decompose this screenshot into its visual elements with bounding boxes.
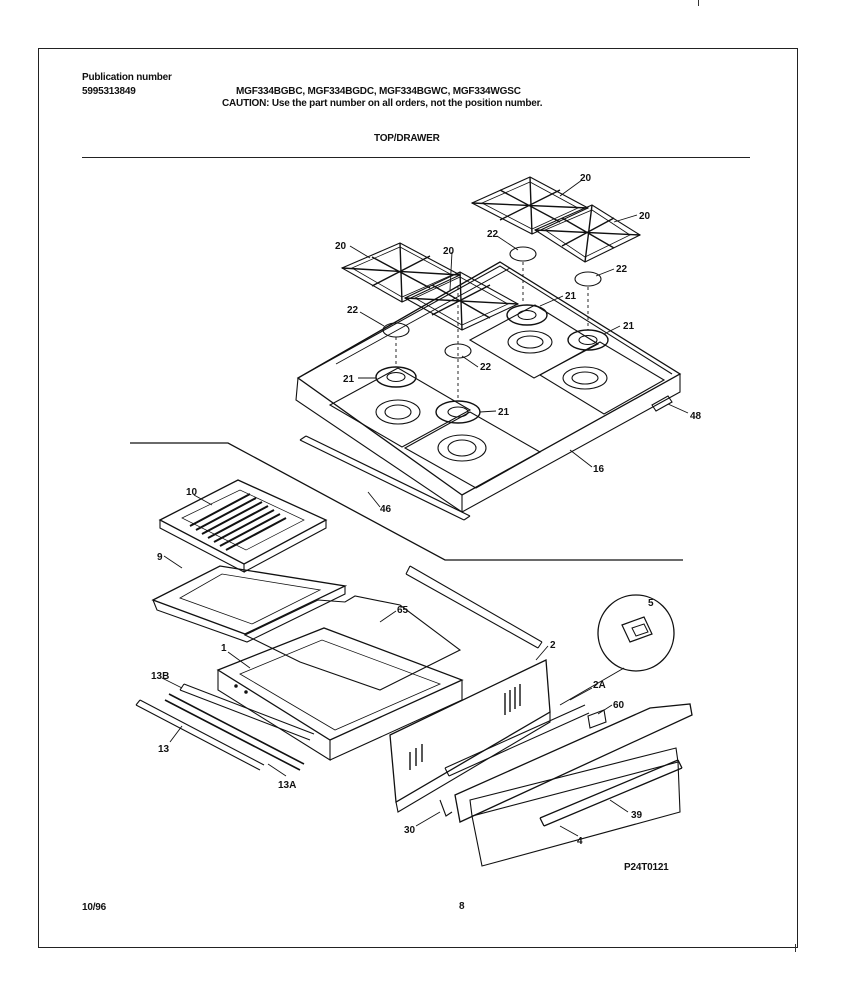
callout-60: 60 <box>613 700 625 711</box>
callout-22: 22 <box>487 229 499 240</box>
callout-labels: 20 20 20 20 22 22 22 22 21 21 21 21 48 1… <box>151 173 702 847</box>
callout-9: 9 <box>157 552 163 563</box>
callout-20: 20 <box>443 246 455 257</box>
callout-13b: 13B <box>151 671 169 682</box>
callout-2: 2 <box>550 640 556 651</box>
callout-21: 21 <box>623 321 635 332</box>
callout-65: 65 <box>397 605 409 616</box>
callout-16: 16 <box>593 464 605 475</box>
margin-tick-top <box>698 0 699 6</box>
revision-date: 10/96 <box>82 902 107 913</box>
publication-number: 5995313849 <box>82 86 136 97</box>
assembly-divider-line <box>130 442 683 561</box>
figure-code: P24T0121 <box>624 862 669 873</box>
callout-30: 30 <box>404 825 416 836</box>
callout-22: 22 <box>480 362 492 373</box>
header-rule <box>82 157 750 158</box>
callout-48: 48 <box>690 411 702 422</box>
callout-2a: 2A <box>593 680 606 691</box>
callout-39: 39 <box>631 810 643 821</box>
callout-46: 46 <box>380 504 392 515</box>
callout-21: 21 <box>565 291 577 302</box>
callout-1: 1 <box>221 643 227 654</box>
callout-21: 21 <box>498 407 510 418</box>
callout-22: 22 <box>616 264 628 275</box>
callout-10: 10 <box>186 487 198 498</box>
callout-21: 21 <box>343 374 355 385</box>
margin-tick-right <box>795 944 796 952</box>
section-title: TOP/DRAWER <box>374 133 440 144</box>
drawer-assembly <box>135 479 693 867</box>
callout-4: 4 <box>577 836 583 847</box>
cooktop-assembly <box>295 176 682 521</box>
page-frame <box>38 48 798 948</box>
publication-label: Publication number <box>82 72 172 83</box>
callout-22: 22 <box>347 305 359 316</box>
leader-lines <box>161 179 689 837</box>
callout-13: 13 <box>158 744 170 755</box>
model-list: MGF334BGBC, MGF334BGDC, MGF334BGWC, MGF3… <box>236 86 521 97</box>
callout-13a: 13A <box>278 780 296 791</box>
page-number: 8 <box>459 901 465 912</box>
callout-20: 20 <box>580 173 592 184</box>
callout-5: 5 <box>648 598 654 609</box>
callout-20: 20 <box>335 241 347 252</box>
caution-note: CAUTION: Use the part number on all orde… <box>222 98 543 109</box>
callout-20: 20 <box>639 211 651 222</box>
